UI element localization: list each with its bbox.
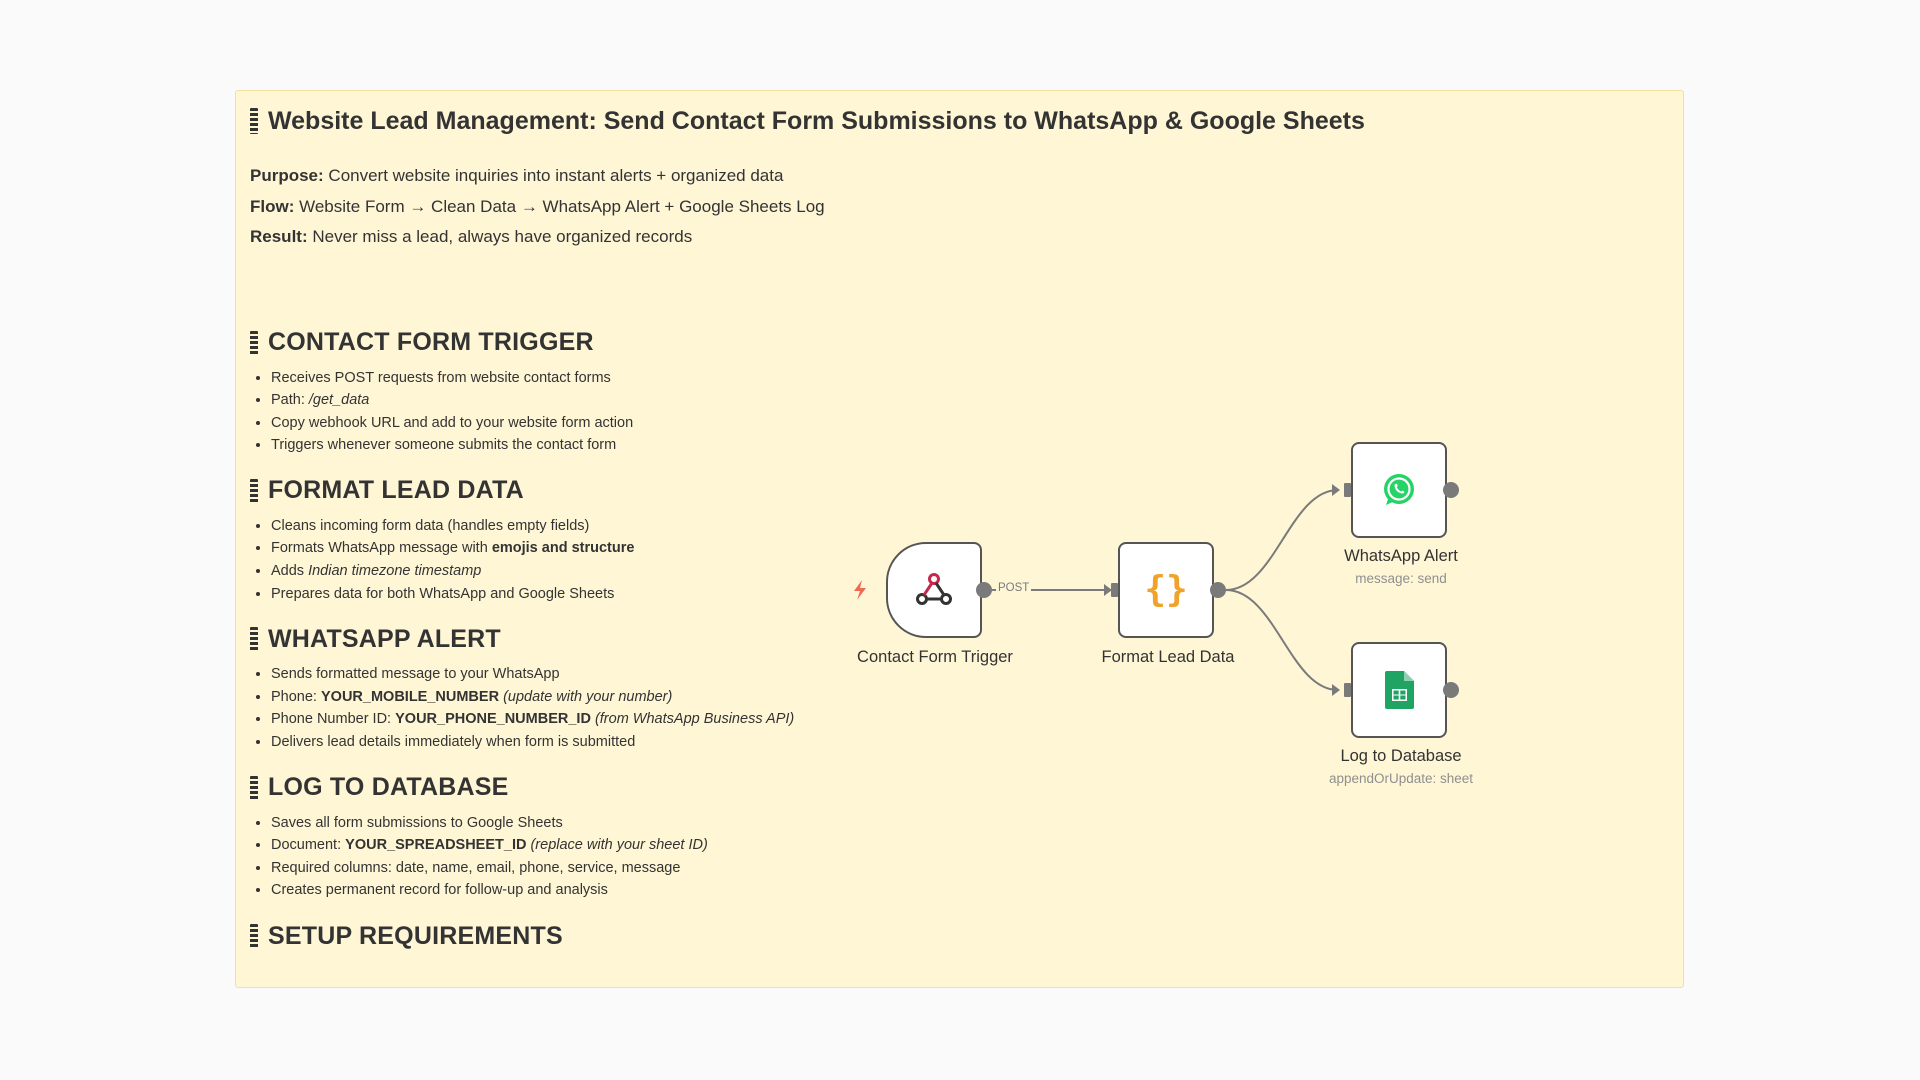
google-sheets-icon	[1385, 671, 1414, 709]
code-braces-icon: {}	[1144, 569, 1187, 610]
edge-label-post: POST	[996, 582, 1032, 594]
bar-chart-emoji-icon	[250, 627, 258, 652]
node-label: WhatsApp Alert	[1344, 547, 1458, 565]
section-log-to-database: LOG TO DATABASE Saves all form submissio…	[250, 766, 1663, 902]
list-item: Path: /get_data	[271, 389, 1663, 412]
list-item: Sends formatted message to your WhatsApp	[271, 663, 1663, 686]
list-item: Delivers lead details immediately when f…	[271, 731, 1663, 754]
section-title: WHATSAPP ALERT	[268, 624, 501, 653]
note-title: Website Lead Management: Send Contact Fo…	[268, 106, 1365, 135]
list-item: Formats WhatsApp message with emojis and…	[271, 537, 1663, 560]
list-item: Cleans incoming form data (handles empty…	[271, 515, 1663, 538]
section-title: SETUP REQUIREMENTS	[268, 921, 563, 950]
list-item: Adds Indian timezone timestamp	[271, 560, 1663, 583]
node-subtitle: message: send	[1355, 571, 1447, 586]
bullet-list: Saves all form submissions to Google She…	[250, 812, 1663, 902]
list-item: Phone: YOUR_MOBILE_NUMBER (update with y…	[271, 686, 1663, 709]
bar-chart-emoji-icon	[250, 478, 258, 503]
flow-line: Flow: Website Form → Clean Data → WhatsA…	[250, 196, 825, 216]
output-port[interactable]	[976, 582, 992, 598]
output-port[interactable]	[1443, 682, 1459, 698]
node-label: Format Lead Data	[1101, 648, 1235, 666]
list-item: Prepares data for both WhatsApp and Goog…	[271, 583, 1663, 606]
bar-chart-emoji-icon	[250, 108, 258, 134]
bar-chart-emoji-icon	[250, 775, 258, 800]
output-port[interactable]	[1443, 482, 1459, 498]
sticky-note[interactable]: Website Lead Management: Send Contact Fo…	[235, 90, 1684, 988]
bullet-list: Receives POST requests from website cont…	[250, 367, 1663, 457]
node-whatsapp-alert[interactable]	[1351, 442, 1447, 538]
list-item: Creates permanent record for follow-up a…	[271, 879, 1663, 902]
svg-text:{}: {}	[1144, 569, 1187, 610]
list-item: Phone Number ID: YOUR_PHONE_NUMBER_ID (f…	[271, 708, 1663, 731]
bullet-list: Cleans incoming form data (handles empty…	[250, 515, 1663, 605]
node-log-to-database[interactable]	[1351, 642, 1447, 738]
list-item: Saves all form submissions to Google She…	[271, 812, 1663, 835]
section-setup-requirements: SETUP REQUIREMENTS	[250, 914, 1663, 958]
bar-chart-emoji-icon	[250, 330, 258, 355]
section-contact-form-trigger: CONTACT FORM TRIGGER Receives POST reque…	[250, 321, 1663, 457]
webhook-icon	[916, 573, 952, 605]
section-format-lead-data: FORMAT LEAD DATA Cleans incoming form da…	[250, 469, 1663, 605]
output-port[interactable]	[1210, 582, 1226, 598]
list-item: Triggers whenever someone submits the co…	[271, 434, 1663, 457]
node-contact-form-trigger[interactable]	[886, 542, 982, 638]
section-title: CONTACT FORM TRIGGER	[268, 328, 594, 356]
node-subtitle: appendOrUpdate: sheet	[1328, 771, 1474, 786]
section-title: FORMAT LEAD DATA	[268, 476, 524, 505]
input-port[interactable]	[1344, 483, 1351, 497]
purpose-line: Purpose: Convert website inquiries into …	[250, 166, 784, 185]
note-title-row: Website Lead Management: Send Contact Fo…	[250, 99, 1663, 143]
input-port[interactable]	[1111, 583, 1118, 597]
bullet-list: Sends formatted message to your WhatsApp…	[250, 663, 1663, 753]
list-item: Required columns: date, name, email, pho…	[271, 857, 1663, 880]
list-item: Receives POST requests from website cont…	[271, 367, 1663, 390]
node-label: Log to Database	[1340, 747, 1462, 765]
node-label: Contact Form Trigger	[857, 648, 1013, 666]
bar-chart-emoji-icon	[250, 924, 258, 948]
note-intro: Purpose: Convert website inquiries into …	[250, 161, 1663, 253]
section-whatsapp-alert: WHATSAPP ALERT Sends formatted message t…	[250, 617, 1663, 753]
list-item: Copy webhook URL and add to your website…	[271, 412, 1663, 435]
sticky-note-content: Website Lead Management: Send Contact Fo…	[250, 99, 1663, 958]
whatsapp-icon	[1384, 474, 1414, 505]
result-line: Result: Never miss a lead, always have o…	[250, 227, 693, 246]
input-port[interactable]	[1344, 683, 1351, 697]
trigger-bolt-icon	[854, 580, 866, 600]
node-format-lead-data[interactable]: {}	[1118, 542, 1214, 638]
section-title: LOG TO DATABASE	[268, 773, 509, 802]
list-item: Document: YOUR_SPREADSHEET_ID (replace w…	[271, 834, 1663, 857]
